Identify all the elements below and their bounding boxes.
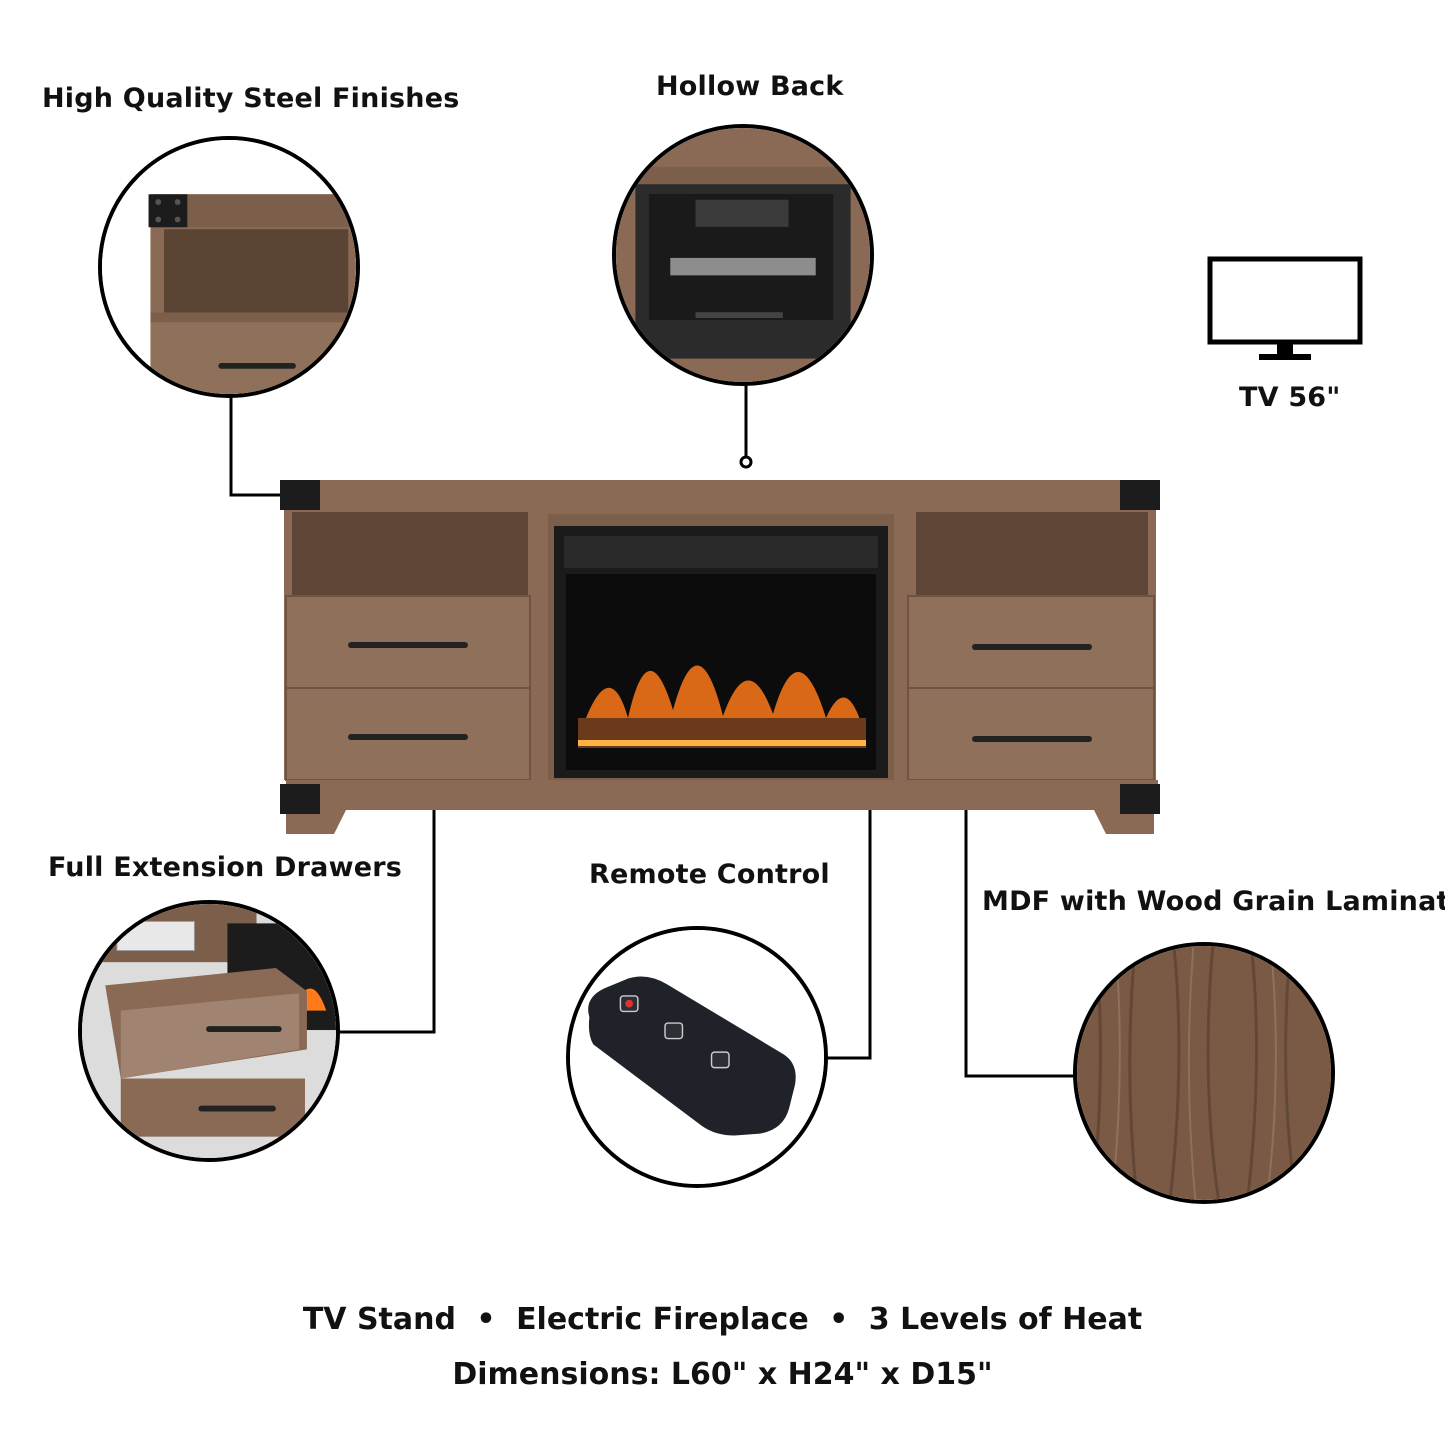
drawers-detail-image xyxy=(78,900,340,1162)
summary-item-fireplace: Electric Fireplace xyxy=(516,1302,809,1337)
summary-item-tv-stand: TV Stand xyxy=(302,1302,456,1337)
feature-label-mdf: MDF with Wood Grain Laminate xyxy=(982,886,1445,917)
tv-size-label: TV 56" xyxy=(1239,382,1341,413)
feature-label-drawers: Full Extension Drawers xyxy=(48,852,403,883)
feature-label-remote: Remote Control xyxy=(589,859,830,890)
feature-label-steel: High Quality Steel Finishes xyxy=(42,83,460,114)
separator-dot: • xyxy=(476,1302,496,1337)
wood-grain-detail-image xyxy=(1073,942,1335,1204)
dimensions-line: Dimensions: L60" x H24" x D15" xyxy=(452,1357,993,1392)
separator-dot: • xyxy=(829,1302,849,1337)
tv-icon xyxy=(1207,256,1363,360)
feature-label-hollow-back: Hollow Back xyxy=(656,71,844,102)
feature-summary-line: TV Stand • Electric Fireplace • 3 Levels… xyxy=(0,1302,1445,1337)
tv-stand-product-image xyxy=(280,480,1160,834)
remote-control-detail-image xyxy=(566,926,828,1188)
summary-item-heat: 3 Levels of Heat xyxy=(868,1302,1143,1337)
steel-finish-detail-image xyxy=(98,136,360,398)
hollow-back-detail-image xyxy=(612,124,874,386)
